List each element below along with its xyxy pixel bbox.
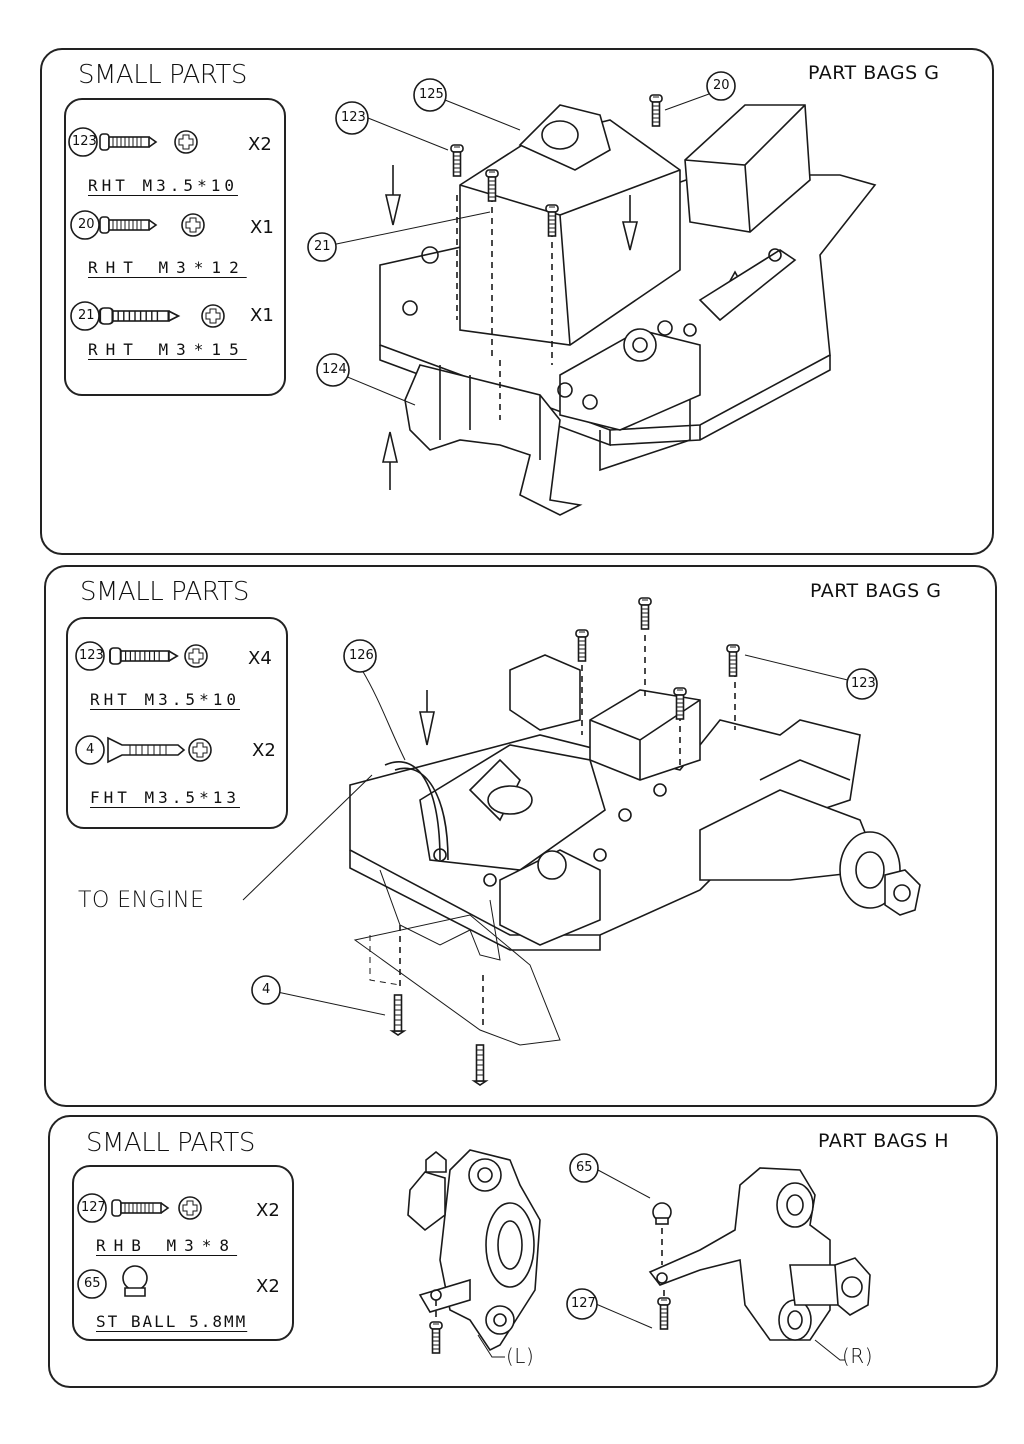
phillips-head-icon — [181, 213, 205, 237]
part-id-20: 20 — [78, 217, 95, 232]
screw-icon — [111, 1199, 169, 1217]
panel-1-parts-box — [64, 98, 286, 396]
left-hub-label: (L) — [506, 1344, 535, 1368]
panel-1-part-2-spec: RHT M3*12 — [88, 258, 247, 277]
panel-2-part-2-spec: FHT M3.5*13 — [90, 788, 240, 807]
right-hub-label: (R) — [842, 1344, 874, 1368]
radio-tray-assembly — [379, 104, 877, 516]
part-id-123b: 123 — [79, 648, 104, 663]
callout-125: 125 — [419, 87, 444, 102]
panel-1 — [40, 48, 994, 555]
callout-21: 21 — [314, 239, 331, 254]
callout-65: 65 — [576, 1160, 593, 1175]
panel-2-part-1-qty: X4 — [248, 648, 272, 669]
to-engine-label: TO ENGINE — [78, 888, 205, 913]
phillips-head-icon — [188, 738, 212, 762]
panel-2-title: SMALL PARTS — [80, 577, 249, 607]
panel-1-part-2-qty: X1 — [250, 217, 274, 238]
panel-1-bag-label: PART BAGS G — [808, 62, 940, 84]
callout-20: 20 — [713, 78, 730, 93]
phillips-head-icon — [174, 130, 198, 154]
part-id-127: 127 — [81, 1200, 106, 1215]
panel-3-parts-box — [72, 1165, 294, 1341]
panel-2-bag-label: PART BAGS G — [810, 580, 942, 602]
panel-1-part-1-qty: X2 — [248, 134, 272, 155]
panel-2-part-2-qty: X2 — [252, 740, 276, 761]
arrow-down-icon — [419, 690, 435, 746]
panel-3-title: SMALL PARTS — [86, 1128, 255, 1158]
panel-2-part-1-spec: RHT M3.5*10 — [90, 690, 240, 709]
chassis-assembly — [349, 654, 921, 1046]
left-steering-hub — [407, 1149, 541, 1352]
callout-124: 124 — [322, 362, 347, 377]
panel-1-title: SMALL PARTS — [78, 60, 247, 90]
callout-123b: 123 — [851, 676, 876, 691]
panel-2 — [44, 565, 997, 1107]
callout-126: 126 — [349, 648, 374, 663]
phillips-head-icon — [178, 1196, 202, 1220]
arrow-down-icon — [384, 165, 402, 226]
screw-icon — [99, 133, 157, 151]
panel-3 — [48, 1115, 998, 1388]
screw-icon — [98, 306, 180, 326]
panel-3-bag-label: PART BAGS H — [818, 1130, 950, 1152]
panel-2-parts-box — [66, 617, 288, 829]
part-id-65: 65 — [84, 1276, 101, 1291]
part-id-21: 21 — [78, 308, 95, 323]
panel-3-part-2-spec: ST BALL 5.8MM — [96, 1312, 248, 1331]
arrow-up-icon — [381, 431, 399, 490]
part-id-123: 123 — [72, 134, 97, 149]
ball-stud-icon — [122, 1265, 148, 1297]
panel-3-part-1-qty: X2 — [256, 1200, 280, 1221]
callout-4: 4 — [262, 982, 271, 997]
arrow-down-icon — [621, 195, 639, 251]
screw-icon — [109, 647, 179, 665]
phillips-head-icon — [184, 644, 208, 668]
panel-1-part-3-spec: RHT M3*15 — [88, 340, 247, 359]
right-steering-hub — [648, 1167, 871, 1341]
callout-127: 127 — [571, 1296, 596, 1311]
part-id-4: 4 — [86, 742, 95, 757]
callout-123: 123 — [341, 110, 366, 125]
screw-icon — [99, 216, 157, 234]
panel-3-part-1-spec: RHB M3*8 — [96, 1236, 238, 1255]
panel-1-part-3-qty: X1 — [250, 305, 274, 326]
panel-3-part-2-qty: X2 — [256, 1276, 280, 1297]
panel-1-part-1-spec: RHT M3.5*10 — [88, 176, 238, 195]
phillips-head-icon — [201, 304, 225, 328]
